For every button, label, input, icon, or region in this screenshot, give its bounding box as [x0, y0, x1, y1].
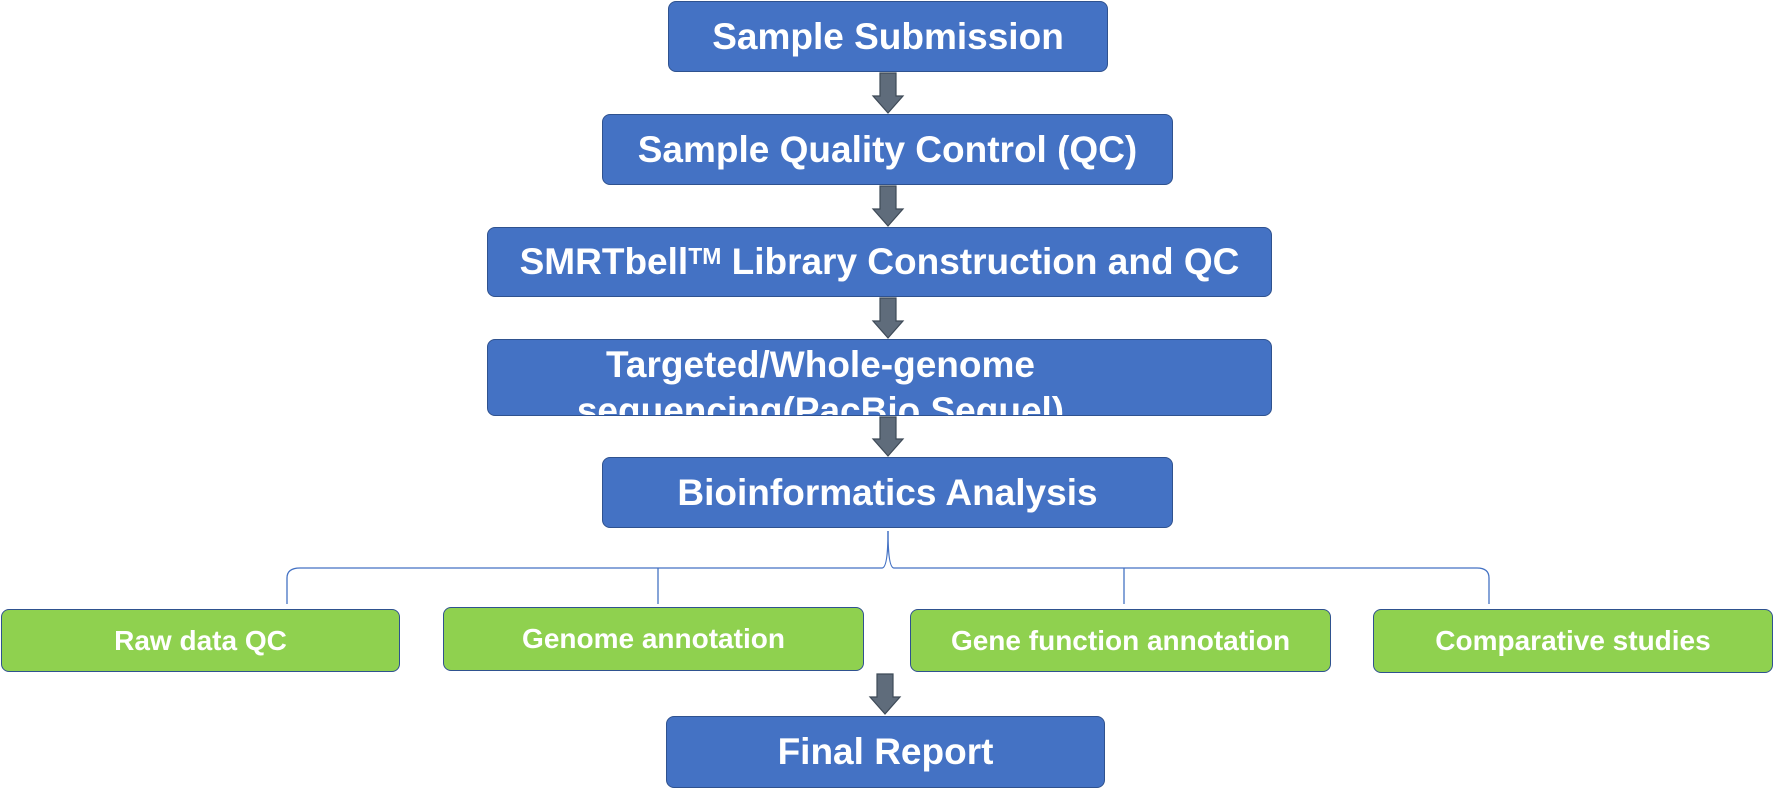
step-label: Bioinformatics Analysis — [677, 471, 1098, 513]
step-sample-qc: Sample Quality Control (QC) — [602, 114, 1173, 185]
analysis-gene-function-annotation: Gene function annotation — [910, 609, 1331, 672]
analysis-label: Gene function annotation — [950, 624, 1291, 656]
step-label: Sample Submission — [712, 15, 1064, 57]
analysis-comparative-studies: Comparative studies — [1373, 609, 1773, 673]
step-label: Targeted/Whole-genome sequencing(PacBio … — [576, 344, 1065, 416]
arrow-down-1 — [871, 72, 905, 114]
step-sequencing: Targeted/Whole-genome sequencing(PacBio … — [487, 339, 1272, 416]
step-label: SMRTbellTM Library Construction and QC — [519, 241, 1240, 282]
analysis-label: Genome annotation — [522, 623, 785, 654]
final-report: Final Report — [666, 716, 1105, 788]
step-library-construction: SMRTbellTM Library Construction and QC — [487, 227, 1272, 297]
step-bioinformatics-analysis: Bioinformatics Analysis — [602, 457, 1173, 528]
arrow-down-5 — [868, 673, 902, 715]
analysis-genome-annotation: Genome annotation — [443, 607, 864, 671]
final-label: Final Report — [777, 731, 994, 772]
step-label: Sample Quality Control (QC) — [637, 128, 1138, 170]
trademark-mark: TM — [688, 242, 722, 269]
bracket-line — [286, 530, 889, 604]
analysis-raw-data-qc: Raw data QC — [1, 609, 400, 672]
arrow-down-4 — [871, 416, 905, 457]
arrow-down-3 — [871, 297, 905, 339]
step-sample-submission: Sample Submission — [668, 1, 1108, 72]
analysis-label: Raw data QC — [114, 624, 287, 656]
arrow-down-2 — [871, 185, 905, 227]
analysis-label: Comparative studies — [1435, 625, 1711, 656]
